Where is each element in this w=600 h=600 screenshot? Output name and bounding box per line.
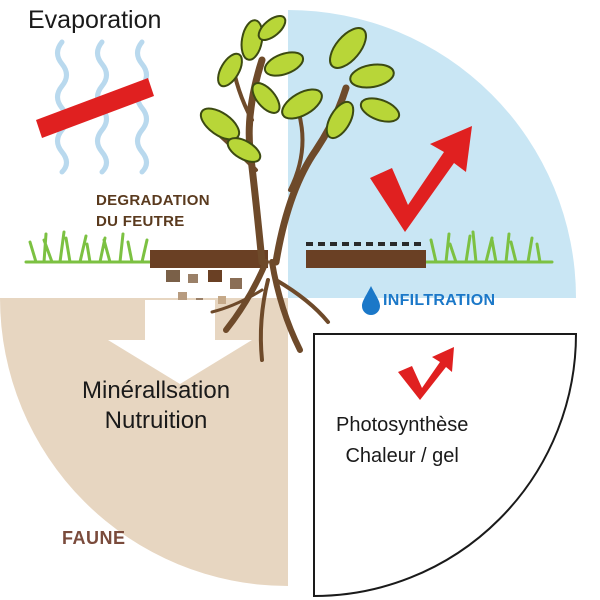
degradation-line2: DU FEUTRE	[96, 213, 185, 230]
soil-quadrant	[0, 298, 288, 586]
white-quadrant	[313, 333, 578, 598]
photosynthese-line1: Photosynthèse	[336, 414, 469, 436]
photosynthese-line2: Chaleur / gel	[345, 445, 459, 467]
infiltration-label: INFILTRATION	[383, 292, 496, 309]
mineralisation-line1: Minérallsation	[82, 377, 231, 404]
red-check-arrow-icon	[370, 126, 472, 232]
evaporation-label: Evaporation	[28, 6, 162, 34]
mineralisation-label: Minérallsation Nutruition	[82, 376, 230, 436]
felt-layer-right	[306, 250, 426, 268]
down-arrow-icon	[108, 300, 252, 384]
tree-icon	[199, 15, 401, 362]
red-check-arrow-small-icon	[398, 347, 454, 400]
mineralisation-line2: Nutruition	[104, 407, 208, 434]
photosynthese-label: Photosynthèse Chaleur / gel	[336, 410, 468, 472]
faune-label: FAUNE	[62, 528, 126, 548]
red-bar-icon	[36, 78, 154, 138]
degradation-label: DEGRADATION DU FEUTRE	[96, 190, 210, 232]
water-drop-icon	[362, 286, 380, 315]
felt-layer-left	[150, 250, 268, 268]
degradation-line1: DEGRADATION	[96, 192, 210, 209]
grass-icon	[24, 230, 554, 264]
